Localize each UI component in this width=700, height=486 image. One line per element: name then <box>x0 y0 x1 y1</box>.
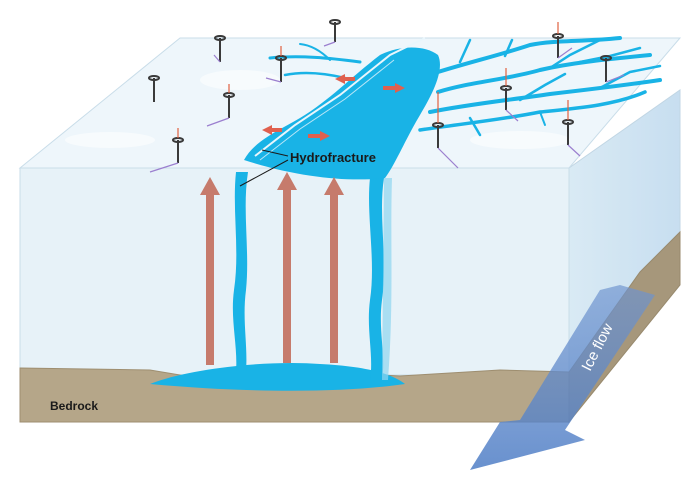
double-arrow-icon <box>335 74 355 84</box>
supraglacial-lake <box>244 47 440 180</box>
gps-station-icon <box>148 75 160 102</box>
gps-station-icon <box>329 19 341 42</box>
double-arrow-icon <box>262 125 282 135</box>
hydrofracture-leaders <box>239 149 289 187</box>
lake-spread-arrows <box>262 74 405 141</box>
arrow-up-icon <box>324 177 344 363</box>
gps-vectors <box>149 22 625 173</box>
ice-flow-arrow-icon <box>470 285 655 470</box>
arrow-up-icon <box>277 172 297 363</box>
ice-front-face <box>19 167 570 376</box>
ice-flow-arrow <box>470 285 655 470</box>
hydrofracture-conduits <box>232 172 384 380</box>
uplift-arrows <box>200 172 344 365</box>
hydrofracture-label: Hydrofracture <box>290 150 376 165</box>
gps-stations <box>148 19 612 163</box>
conduit-left <box>232 172 248 372</box>
lake-crack-2 <box>259 59 395 161</box>
conduit-right <box>368 178 384 380</box>
arrow-up-icon <box>200 177 220 365</box>
gps-station-icon <box>600 55 612 82</box>
lake-crack <box>254 37 426 157</box>
conduit-right-side <box>382 178 392 380</box>
basal-meltwater <box>150 362 405 391</box>
double-arrow-icon <box>308 131 330 141</box>
snow-texture <box>65 70 570 149</box>
double-arrow-icon <box>383 83 405 93</box>
bedrock-label: Bedrock <box>50 399 98 413</box>
gps-station-icon <box>214 35 226 62</box>
